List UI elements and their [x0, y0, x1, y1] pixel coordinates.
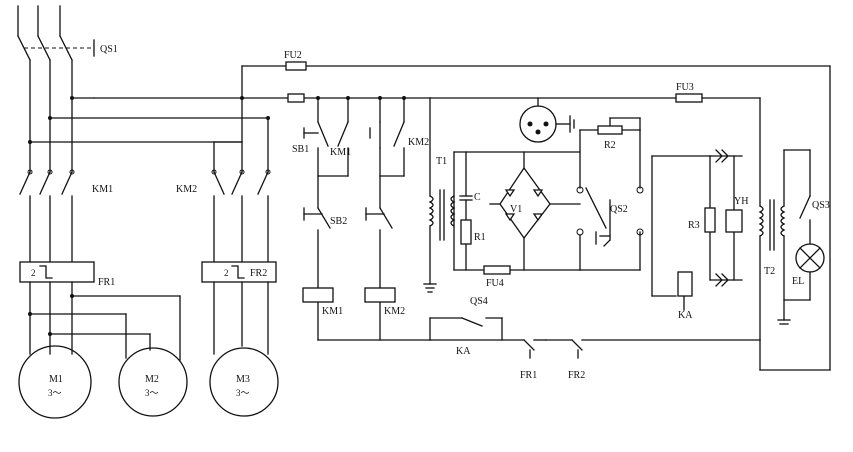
sb1-label: SB1 [292, 144, 309, 155]
el-label: EL [792, 276, 804, 287]
qs1-label: QS1 [100, 44, 118, 55]
r3-resistor [704, 207, 716, 233]
r2-resistor [597, 125, 623, 135]
motor-m3 [209, 347, 279, 417]
km2-coil [364, 287, 396, 303]
r1-resistor [460, 219, 472, 245]
c-label: C [474, 192, 481, 203]
km2-main-contacts [211, 97, 271, 263]
m1-m2-wiring [28, 281, 181, 361]
fr2-heater-symbol [231, 265, 245, 279]
r3-yh-ka-circuit [651, 149, 743, 311]
km2-main-label: KM2 [176, 184, 197, 195]
r2-label: R2 [604, 140, 616, 151]
m3-label: M3 [236, 374, 250, 385]
v1-label: V1 [510, 204, 522, 215]
qs3-label: QS3 [812, 200, 830, 211]
m1-phase: 3～ [48, 388, 62, 398]
km1-coil [302, 287, 334, 303]
qs4-label: QS4 [470, 296, 488, 307]
ka-coil [677, 271, 693, 297]
t2-lamp-circuit [758, 97, 811, 341]
yh-element [725, 209, 743, 233]
fr2-number: 2 [224, 268, 229, 278]
fu3-label: FU3 [676, 82, 694, 93]
socket [519, 97, 575, 143]
sb2-label: SB2 [330, 216, 347, 227]
fu2-fuse [285, 61, 307, 71]
m1-label: M1 [49, 374, 63, 385]
control-circuit [303, 96, 831, 371]
ka-label: KA [678, 310, 693, 321]
fu3-fuse [675, 93, 703, 103]
r3-label: R3 [688, 220, 700, 231]
km1-coil-label: KM1 [322, 306, 343, 317]
fr1-number: 2 [31, 268, 36, 278]
km2-coil-label: KM2 [384, 306, 405, 317]
el-lamp [795, 243, 825, 273]
km1-aux-label: KM1 [330, 147, 351, 158]
fr1-thermal-relay [19, 261, 95, 283]
bus-lines [28, 65, 831, 371]
km2-aux-label: KM2 [408, 137, 429, 148]
t1-transformer [423, 97, 456, 293]
m3-phase: 3～ [236, 388, 250, 398]
fr2-thermal-relay [201, 261, 277, 283]
fr1-label: FR1 [98, 277, 115, 288]
m2-label: M2 [145, 374, 159, 385]
m2-phase: 3～ [145, 388, 159, 398]
fr1-heater-symbol [39, 265, 53, 279]
motor-m2 [118, 347, 188, 417]
t2-label: T2 [764, 266, 775, 277]
km1-main-contacts [19, 169, 75, 263]
rectifier-circuit [453, 151, 581, 271]
r2-qs2-circuit [576, 117, 644, 271]
km1-main-label: KM1 [92, 184, 113, 195]
fr2-label: FR2 [250, 268, 267, 279]
fr1-contact-label: FR1 [520, 370, 537, 381]
qs2-label: QS2 [610, 204, 628, 215]
m3-wiring [213, 281, 269, 355]
fu2-label: FU2 [284, 50, 302, 61]
yh-label: YH [734, 196, 748, 207]
motor-m1 [18, 345, 92, 419]
r1-label: R1 [474, 232, 486, 243]
fu4-label: FU4 [486, 278, 504, 289]
fu4-fuse [483, 265, 511, 275]
t1-label: T1 [436, 156, 447, 167]
ka-contact-label: KA [456, 346, 471, 357]
fu1-fuse [287, 93, 305, 103]
three-phase-supply [17, 5, 95, 173]
el-lamp-cross-b [799, 247, 821, 269]
fr2-contact-label: FR2 [568, 370, 585, 381]
